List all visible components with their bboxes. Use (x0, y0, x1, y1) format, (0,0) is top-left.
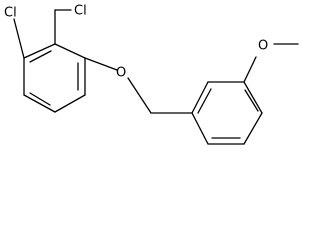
methoxy-oxygen-label: O (258, 39, 268, 54)
double-bond (29, 92, 51, 106)
bond (23, 94, 56, 113)
c-o-bond (84, 57, 118, 71)
bond (191, 81, 209, 114)
o-ch2-bond (127, 77, 152, 114)
left-ring-substituents (13, 9, 193, 114)
right-benzene-ring (191, 81, 263, 145)
methoxy-group (243, 43, 299, 83)
atom-labels: Cl Cl O O (4, 4, 268, 81)
double-bond (197, 88, 212, 114)
bond (54, 94, 86, 113)
bond (23, 43, 56, 59)
c-cl-bond (13, 18, 25, 59)
bond (243, 112, 263, 145)
ether-oxygen-label: O (116, 66, 126, 81)
chlorine-label: Cl (74, 4, 87, 19)
bond (191, 112, 209, 145)
bond (243, 81, 263, 114)
c-o-methoxy-bond (243, 56, 257, 83)
double-bond (244, 89, 259, 112)
double-bond (29, 50, 52, 63)
bond (54, 43, 86, 59)
chlorine-label: Cl (4, 6, 17, 21)
left-benzene-ring (23, 43, 86, 113)
molecule-structure: Cl Cl O O (4, 4, 299, 145)
